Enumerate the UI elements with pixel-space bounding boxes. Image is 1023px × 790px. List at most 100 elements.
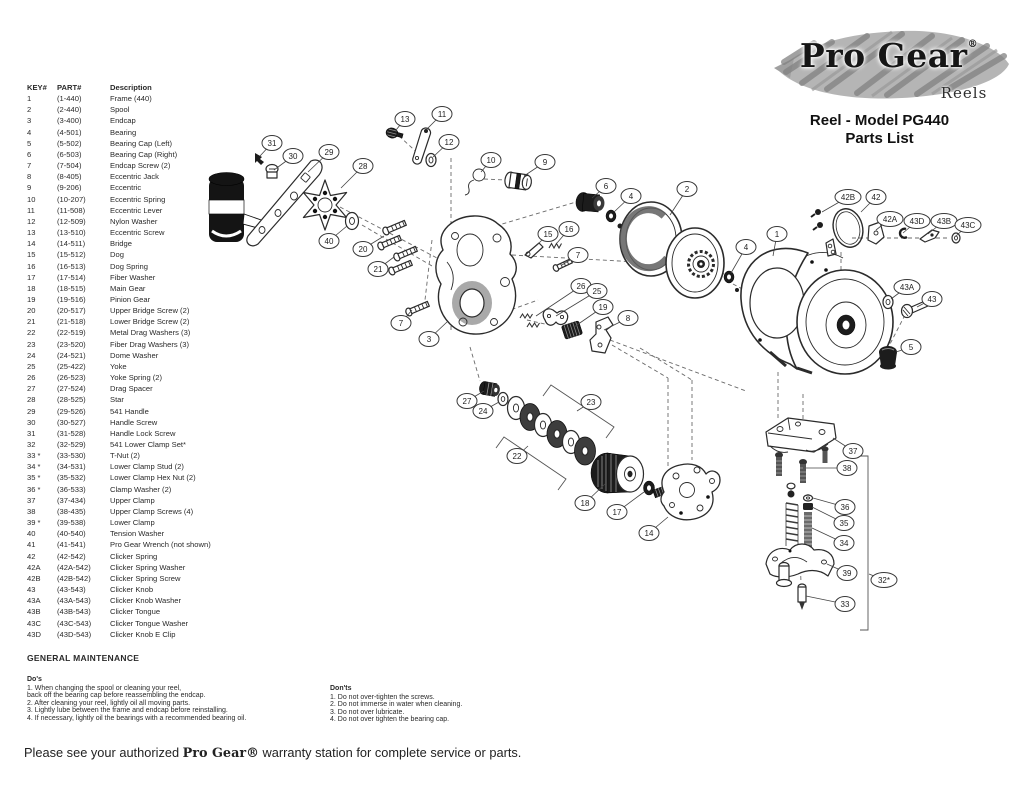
cell-key: 34 *	[27, 462, 41, 472]
cell-part: (1-440)	[57, 94, 82, 104]
svg-text:25: 25	[593, 287, 602, 296]
table-row: 27(27-524)Drag Spacer	[27, 383, 227, 394]
cell-description: Eccentric	[110, 183, 142, 193]
svg-text:9: 9	[543, 158, 548, 167]
cell-part: (27-524)	[57, 384, 86, 394]
donts-title: Don'ts	[330, 685, 352, 692]
dos-title: Do's	[27, 676, 42, 683]
cell-key: 11	[27, 205, 35, 215]
cell-description: Bearing Cap (Left)	[110, 138, 173, 148]
part-clicker-spring-screws	[810, 209, 823, 231]
part-bearing-cap-right	[575, 192, 605, 213]
callout-43: 43	[916, 291, 943, 308]
table-row: 35 *(35-532)Lower Clamp Hex Nut (2)	[27, 472, 227, 483]
cell-part: (43A-543)	[57, 596, 91, 606]
cell-key: 40	[27, 529, 36, 539]
cell-key: 9	[27, 183, 32, 193]
callout-4: 4	[613, 188, 642, 213]
cell-key: 30	[27, 417, 36, 427]
part-eccentric-lever	[412, 127, 432, 165]
table-row: 40(40-540)Tension Washer	[27, 528, 227, 539]
title-line1: Reel - Model PG440	[809, 112, 950, 129]
part-tension-washer	[344, 211, 360, 231]
cell-description: Clamp Washer (2)	[110, 484, 172, 494]
donts-item: 1. Do not over-tighten the screws.	[330, 693, 435, 701]
table-row: 29(29-526)541 Handle	[27, 406, 227, 417]
cell-description: Lower Clamp Hex Nut (2)	[110, 473, 196, 483]
svg-text:7: 7	[576, 251, 581, 260]
cell-description: Clicker Tongue	[110, 607, 161, 617]
part-frame	[740, 247, 894, 375]
table-row: 4(4-501)Bearing	[27, 127, 227, 138]
cell-part: (36-533)	[57, 484, 86, 494]
part-bridge-screws	[377, 219, 418, 276]
exploded-parts-diagram: 3130291311122840202173109642151672625198…	[208, 106, 982, 631]
svg-text:1: 1	[775, 230, 780, 239]
callout-24: 24	[472, 401, 500, 419]
callout-29: 29	[307, 144, 340, 173]
svg-text:43D: 43D	[910, 217, 925, 226]
cell-description: Dog	[110, 250, 124, 260]
cell-key: 38	[27, 506, 36, 516]
table-row: 31(31-528)Handle Lock Screw	[27, 428, 227, 439]
callout-19: 19	[573, 299, 614, 328]
svg-text:2: 2	[685, 185, 690, 194]
svg-text:19: 19	[599, 303, 608, 312]
svg-text:34: 34	[840, 539, 849, 548]
clicker-tab-hole	[827, 243, 833, 249]
cell-key: 42B	[27, 573, 41, 583]
svg-text:43B: 43B	[937, 217, 951, 226]
callout-42B: 42B	[821, 189, 862, 213]
table-row: 9(9-206)Eccentric	[27, 182, 227, 193]
callout-2: 2	[669, 181, 698, 216]
table-row: 22(22-519)Metal Drag Washers (3)	[27, 327, 227, 338]
cell-key: 39 *	[27, 518, 41, 528]
cell-description: Yoke	[110, 361, 127, 371]
table-row: 2(2-440)Spool	[27, 104, 227, 115]
callout-27: 27	[456, 390, 485, 409]
callout-25: 25	[555, 283, 608, 317]
part-bearing-cap-left	[879, 346, 897, 370]
cell-key: 29	[27, 406, 36, 416]
cell-part: (42B-542)	[57, 573, 91, 583]
cell-part: (42-542)	[57, 551, 86, 561]
table-row: 39 *(39-538)Lower Clamp	[27, 517, 227, 528]
svg-text:21: 21	[374, 265, 383, 274]
svg-text:10: 10	[487, 156, 496, 165]
cell-description: Clicker Spring	[110, 551, 158, 561]
svg-text:32*: 32*	[878, 576, 890, 585]
cell-key: 23	[27, 339, 36, 349]
cell-part: (4-501)	[57, 127, 82, 137]
table-row: 12(12-509)Nylon Washer	[27, 216, 227, 227]
part-handle-arm	[246, 159, 323, 247]
table-row: 33 *(33-530)T-Nut (2)	[27, 450, 227, 461]
cell-description: Clicker Knob	[110, 585, 154, 595]
dos-item: 4. If necessary, lightly oil the bearing…	[27, 714, 247, 722]
cell-description: Clicker Tongue Washer	[110, 618, 189, 628]
cell-description: Endcap Screw (2)	[110, 161, 171, 171]
cell-description: Bridge	[110, 239, 132, 249]
cell-description: 541 Handle	[110, 406, 149, 416]
cell-part: (18-515)	[57, 283, 86, 293]
callout-35: 35	[811, 506, 855, 531]
table-row: 38(38-435)Upper Clamp Screws (4)	[27, 506, 227, 517]
cell-part: (21-518)	[57, 317, 86, 327]
parts-table-header: KEY# PART# Description	[27, 82, 227, 93]
table-row: 19(19-516)Pinion Gear	[27, 294, 227, 305]
svg-text:43: 43	[928, 295, 937, 304]
callout-7: 7	[561, 247, 589, 266]
part-fiber-washer	[643, 480, 655, 496]
header-key: KEY#	[27, 83, 47, 92]
cell-key: 17	[27, 272, 36, 282]
table-row: 43A(43A-543)Clicker Knob Washer	[27, 595, 227, 606]
svg-text:13: 13	[401, 115, 410, 124]
footer-post: warranty station for complete service or…	[258, 745, 522, 760]
cell-part: (10-207)	[57, 194, 86, 204]
cell-part: (19-516)	[57, 294, 86, 304]
cell-description: Upper Clamp	[110, 495, 155, 505]
cell-key: 25	[27, 361, 36, 371]
brand-name: Pro Gear®	[799, 36, 979, 75]
cell-key: 20	[27, 306, 36, 316]
part-star	[302, 179, 348, 231]
callout-33: 33	[805, 595, 856, 612]
